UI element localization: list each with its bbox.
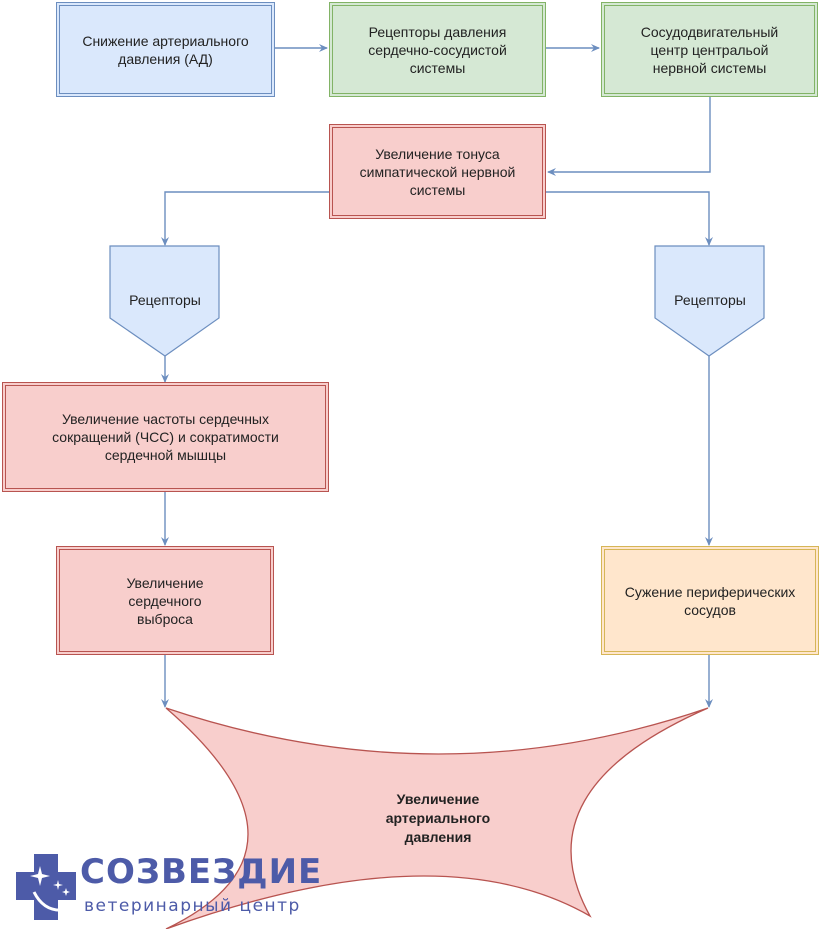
edge-sympathetic-to-receptors-left bbox=[161, 191, 329, 246]
node-cardiac-output: Увеличение сердечного выброса bbox=[56, 546, 274, 655]
node-vasoconstriction-label: Сужение периферических сосудов bbox=[624, 583, 796, 618]
clinic-logo: СОЗВЕЗДИЕ ветеринарный центр bbox=[14, 852, 321, 922]
node-heart-rate-label: Увеличение частоты сердечных сокращений … bbox=[52, 411, 279, 463]
logo-name: СОЗВЕЗДИЕ bbox=[80, 852, 323, 892]
receptors-left-shape bbox=[109, 245, 220, 357]
node-sympathetic-tone-label: Увеличение тонуса симпатической нервной … bbox=[359, 145, 516, 198]
node-baroreceptors-label: Рецепторы давления сердечно-сосудистой с… bbox=[368, 23, 507, 76]
node-bp-decrease: Снижение артериального давления (АД) bbox=[56, 2, 275, 97]
node-receptors-left-label: Рецепторы bbox=[129, 292, 201, 308]
node-cardiac-output-label: Увеличение сердечного выброса bbox=[126, 574, 204, 627]
node-bp-decrease-label: Снижение артериального давления (АД) bbox=[82, 32, 249, 67]
edge-sympathetic-to-receptors-right bbox=[546, 191, 713, 246]
bp-increase-shape bbox=[165, 707, 709, 929]
receptors-right-shape bbox=[654, 245, 765, 357]
node-vasomotor-center: Сосудодвигательный центр центральой нерв… bbox=[601, 2, 818, 97]
node-vasomotor-center-label: Сосудодвигательный центр центральой нерв… bbox=[640, 23, 779, 76]
node-bp-increase-label: Увеличение артериального давления bbox=[385, 791, 491, 845]
node-heart-rate: Увеличение частоты сердечных сокращений … bbox=[2, 382, 329, 492]
cross-star-icon bbox=[16, 854, 76, 920]
edge-center-to-sympathetic bbox=[547, 97, 711, 176]
node-receptors-right-label: Рецепторы bbox=[674, 292, 746, 308]
node-baroreceptors: Рецепторы давления сердечно-сосудистой с… bbox=[329, 2, 546, 97]
node-vasoconstriction: Сужение периферических сосудов bbox=[601, 546, 819, 655]
node-sympathetic-tone: Увеличение тонуса симпатической нервной … bbox=[329, 124, 546, 219]
logo-subtitle: ветеринарный центр bbox=[84, 896, 301, 916]
